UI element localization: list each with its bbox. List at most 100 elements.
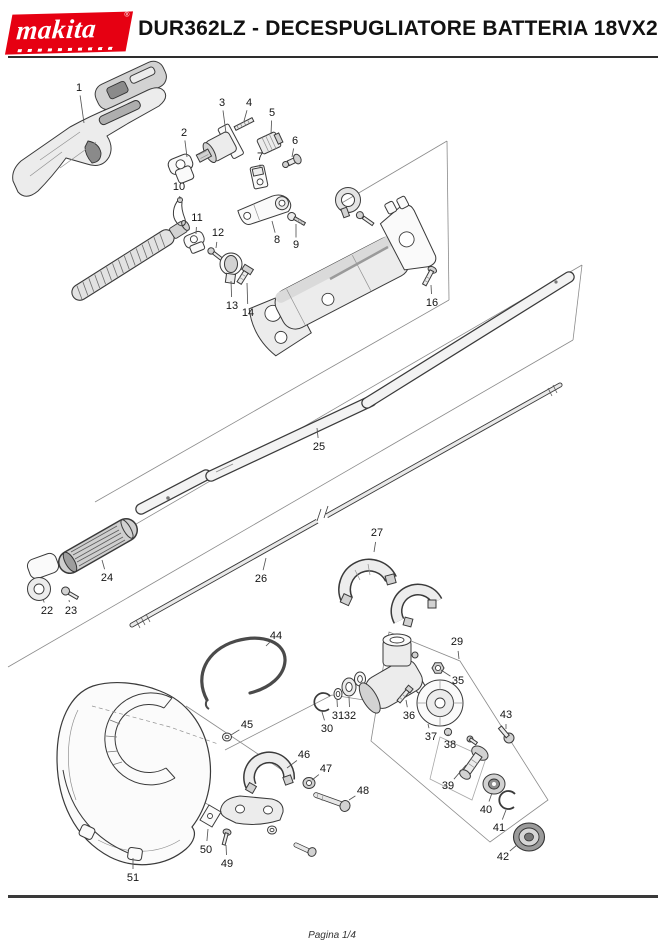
part-6-bolt bbox=[282, 153, 302, 169]
flexible-tube-drawing bbox=[71, 220, 190, 301]
part-callout-9: 9 bbox=[293, 239, 299, 251]
part-50-plate bbox=[199, 804, 222, 828]
small-bolt bbox=[466, 735, 479, 746]
clutch-housing-drawing bbox=[248, 187, 438, 357]
part-47-nut bbox=[302, 777, 316, 789]
part-5-block bbox=[256, 131, 284, 155]
leader-line-26 bbox=[262, 557, 267, 571]
part-48-bolt bbox=[313, 792, 351, 812]
part-callout-24: 24 bbox=[101, 572, 113, 584]
part-25-pipe bbox=[135, 271, 575, 515]
part-callout-2: 2 bbox=[181, 127, 187, 139]
part-callout-7: 7 bbox=[257, 151, 263, 163]
clamp-screw bbox=[355, 211, 375, 227]
cover-piece bbox=[390, 583, 443, 628]
part-9-screw bbox=[287, 212, 307, 226]
part-callout-38: 38 bbox=[444, 739, 456, 751]
part-callout-22: 22 bbox=[41, 605, 53, 617]
part-callout-31: 31 bbox=[332, 710, 344, 722]
leader-line-32 bbox=[348, 696, 350, 708]
part-14-bolt bbox=[236, 263, 255, 286]
part-37-cover-plate bbox=[416, 679, 464, 727]
part-callout-8: 8 bbox=[274, 234, 280, 246]
part-callout-44: 44 bbox=[270, 630, 282, 642]
part-callout-5: 5 bbox=[269, 107, 275, 119]
part-callout-51: 51 bbox=[127, 872, 139, 884]
part-callout-26: 26 bbox=[255, 573, 267, 585]
leader-line-44 bbox=[265, 642, 270, 647]
leader-line-49 bbox=[225, 844, 227, 856]
leader-line-29 bbox=[457, 650, 460, 660]
leader-line-14 bbox=[246, 282, 249, 305]
leader-line-5 bbox=[270, 120, 273, 135]
part-callout-12: 12 bbox=[212, 227, 224, 239]
shaft-pipe-drawing bbox=[26, 271, 575, 629]
part-callout-39: 39 bbox=[442, 780, 454, 792]
gear-case-cylinder bbox=[382, 633, 419, 667]
part-callout-41: 41 bbox=[493, 822, 505, 834]
leader-line-37 bbox=[427, 723, 430, 729]
part-16-screw bbox=[421, 265, 438, 287]
part-callout-47: 47 bbox=[320, 763, 332, 775]
part-callout-14: 14 bbox=[242, 307, 254, 319]
part-callout-35: 35 bbox=[452, 675, 464, 687]
part-30-snap-ring bbox=[313, 692, 331, 712]
part-27-cover bbox=[338, 558, 397, 607]
leader-line-35 bbox=[440, 669, 451, 677]
part-42-spool bbox=[512, 822, 546, 852]
clamp-cover-drawing bbox=[338, 558, 443, 628]
leader-line-3 bbox=[222, 110, 227, 134]
leader-line-2 bbox=[184, 140, 188, 158]
throttle-parts-drawing bbox=[167, 117, 307, 286]
part-31-washer bbox=[333, 688, 343, 700]
leader-line-41 bbox=[501, 809, 507, 820]
part-26-drive-shaft bbox=[129, 382, 563, 629]
part-callout-32: 32 bbox=[344, 710, 356, 722]
part-callout-37: 37 bbox=[425, 731, 437, 743]
leader-line-39 bbox=[453, 764, 467, 780]
part-callout-13: 13 bbox=[226, 300, 238, 312]
part-callout-4: 4 bbox=[246, 97, 252, 109]
part-callout-43: 43 bbox=[500, 709, 512, 721]
leader-line-36 bbox=[405, 699, 408, 708]
leader-line-25 bbox=[316, 427, 319, 439]
page-title: DUR362LZ - DECESPUGLIATORE BATTERIA 18VX… bbox=[138, 17, 658, 40]
leader-line-22 bbox=[42, 598, 45, 603]
footer-divider bbox=[8, 895, 658, 898]
leader-line-13 bbox=[230, 280, 233, 298]
part-callout-45: 45 bbox=[241, 719, 253, 731]
part-24-grip bbox=[58, 518, 138, 574]
part-callout-23: 23 bbox=[65, 605, 77, 617]
leader-line-12 bbox=[215, 241, 218, 249]
part-callout-16: 16 bbox=[426, 297, 438, 309]
guard-clamp-drawing bbox=[186, 732, 351, 857]
leader-line-40 bbox=[488, 792, 493, 802]
part-13-boot bbox=[219, 252, 243, 285]
part-35-nut bbox=[431, 662, 445, 674]
leader-line-42 bbox=[509, 844, 518, 852]
part-callout-11: 11 bbox=[191, 212, 202, 224]
part-callout-29: 29 bbox=[451, 636, 463, 648]
bolt-b bbox=[293, 842, 317, 857]
part-10-spring-hook bbox=[172, 197, 186, 227]
housing-body bbox=[274, 235, 410, 330]
guard-drawing bbox=[56, 682, 219, 866]
leader-line-8 bbox=[271, 220, 276, 233]
part-41-snap-ring bbox=[498, 790, 516, 810]
part-11-clamp bbox=[183, 230, 206, 254]
page-number: Pagina 1/4 bbox=[308, 930, 356, 941]
part-callout-10: 10 bbox=[173, 181, 185, 193]
leader-line-4 bbox=[243, 110, 248, 122]
leader-line-45 bbox=[230, 729, 240, 736]
leader-line-50 bbox=[206, 828, 209, 842]
part-callout-46: 46 bbox=[298, 749, 310, 761]
loop-handle-drawing bbox=[200, 636, 287, 710]
part-49-screw bbox=[221, 828, 232, 846]
part-23-bolt bbox=[61, 586, 80, 600]
part-callout-50: 50 bbox=[200, 844, 212, 856]
part-32-bearing bbox=[341, 677, 357, 697]
part-36-bolt bbox=[396, 684, 414, 704]
part-callout-6: 6 bbox=[292, 135, 298, 147]
